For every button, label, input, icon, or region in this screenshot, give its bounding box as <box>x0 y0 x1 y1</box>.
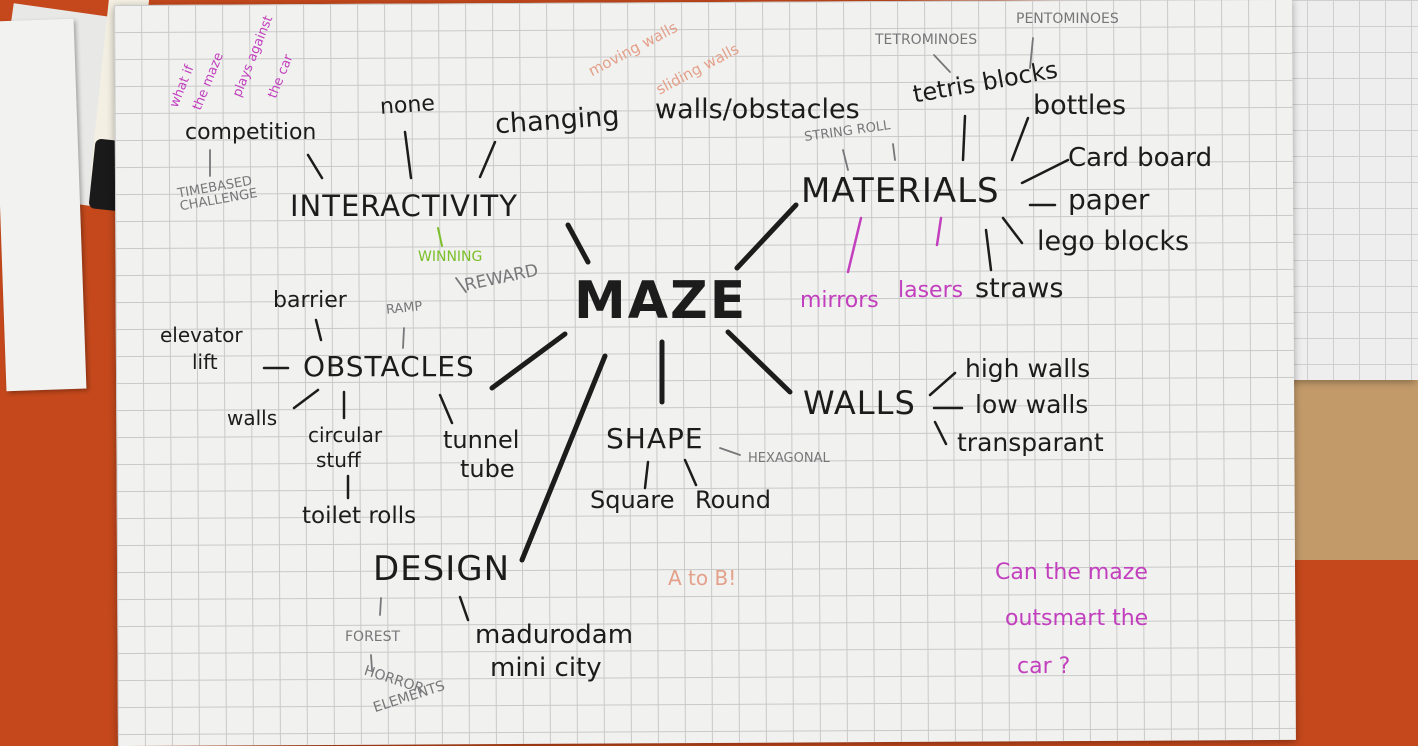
obstacle-lift: lift <box>192 350 218 374</box>
obstacle-stuff: stuff <box>316 448 361 472</box>
material-lasers: lasers <box>898 278 964 303</box>
material-paper: paper <box>1068 183 1150 216</box>
material-bottles: bottles <box>1033 90 1127 121</box>
obstacle-elevator: elevator <box>160 323 243 347</box>
question-line-3: car ? <box>1017 654 1071 679</box>
shape-title: SHAPE <box>606 422 704 455</box>
question-line-2: outsmart the <box>1005 606 1149 631</box>
material-cardboard: Card board <box>1068 143 1213 173</box>
design-mini-city: mini city <box>490 653 602 683</box>
material-mirrors: mirrors <box>800 288 879 313</box>
material-lego-blocks: lego blocks <box>1037 226 1190 257</box>
option-competition: competition <box>185 120 317 145</box>
note-ramp: RAMP <box>385 299 424 318</box>
wall-low-walls: low walls <box>975 390 1089 419</box>
note-pentominoes: PENTOMINOES <box>1016 11 1119 27</box>
note-tetrominoes: TETROMINOES <box>875 32 978 48</box>
obstacle-walls: walls <box>227 406 278 430</box>
obstacle-tunnel: tunnel <box>443 426 520 454</box>
obstacles-title: OBSTACLES <box>303 350 475 383</box>
design-title: DESIGN <box>373 549 511 589</box>
option-none: none <box>379 91 436 120</box>
note-winning: WINNING <box>418 249 483 265</box>
material-straws: straws <box>975 273 1064 304</box>
wall-transparant: transparant <box>957 428 1104 457</box>
option-walls-obstacles: walls/obstacles <box>655 94 860 125</box>
receipt-paper <box>0 18 87 392</box>
obstacle-circular: circular <box>308 423 383 447</box>
materials-title: MATERIALS <box>801 171 1000 211</box>
obstacle-tube: tube <box>460 455 515 483</box>
obstacle-toilet-rolls: toilet rolls <box>302 503 417 529</box>
question-line-1: Can the maze <box>995 560 1148 585</box>
note-hexagonal: HEXAGONAL <box>748 451 830 466</box>
center-topic-maze: MAZE <box>574 271 748 331</box>
design-madurodam: madurodam <box>475 620 634 650</box>
shape-round: Round <box>695 486 771 514</box>
interactivity-title: INTERACTIVITY <box>290 189 518 223</box>
walls-title: WALLS <box>803 384 916 422</box>
shape-square: Square <box>590 486 675 514</box>
note-forest: FOREST <box>345 629 401 645</box>
wall-high-walls: high walls <box>965 354 1091 383</box>
obstacle-barrier: barrier <box>273 288 347 313</box>
note-a-to-b: A to B! <box>668 566 737 590</box>
